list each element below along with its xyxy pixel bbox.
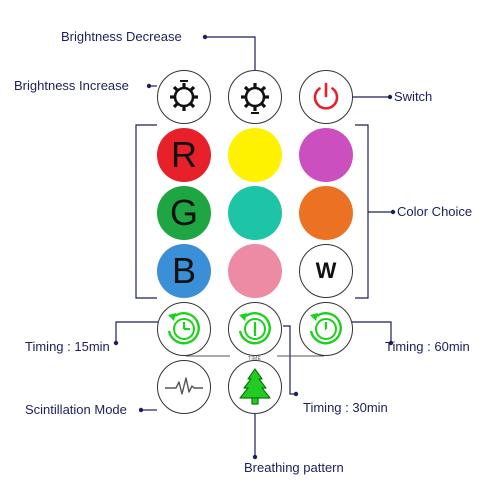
dot-timing-15 (113, 340, 119, 346)
color-choice-bracket-left (135, 124, 157, 299)
color-magenta-button[interactable] (299, 128, 353, 182)
color-blue-button[interactable]: B (157, 244, 211, 298)
color-choice-bracket-right (355, 124, 369, 299)
green-letter: G (169, 192, 198, 233)
connector-timing-30 (283, 325, 296, 395)
timer-clock-icon (238, 312, 271, 345)
label-brightness-increase: Brightness Increase (14, 78, 129, 93)
timer-clock-icon (167, 312, 200, 345)
timer-15-button[interactable] (157, 302, 211, 356)
breathing-button[interactable] (228, 360, 282, 414)
dot-switch (387, 94, 393, 100)
switch-button[interactable] (299, 70, 353, 124)
white-letter: W (315, 258, 337, 283)
dot-brightness-increase (146, 83, 152, 89)
pine-tree-icon (239, 368, 271, 405)
connector-brightness-decrease (205, 36, 256, 70)
blue-letter: B (171, 250, 196, 291)
timer-60-button[interactable] (299, 302, 353, 356)
timer-clock-icon (309, 312, 342, 345)
color-red-button[interactable]: R (157, 128, 211, 182)
time-tag: TIME (248, 356, 262, 362)
power-icon (313, 82, 339, 110)
brightness-decrease-button[interactable] (228, 70, 282, 124)
connector-timing-15 (115, 321, 158, 343)
color-green-button[interactable]: G (157, 186, 211, 240)
label-switch: Switch (394, 89, 433, 104)
label-brightness-decrease: Brightness Decrease (61, 29, 182, 44)
label-scintillation: Scintillation Mode (25, 402, 127, 417)
red-letter: R (171, 134, 197, 175)
label-timing-30: Timing : 30min (303, 400, 388, 415)
pulse-wave-icon (165, 377, 203, 395)
color-pink-button[interactable] (228, 244, 282, 298)
timer-30-button[interactable] (228, 302, 282, 356)
color-teal-button[interactable] (228, 186, 282, 240)
sun-gear-icon (170, 80, 198, 111)
dot-scintillation (138, 407, 144, 413)
label-timing-15: Timing : 15min (25, 339, 110, 354)
dot-color-choice (390, 209, 396, 215)
color-yellow-button[interactable] (228, 128, 282, 182)
dot-timing-30 (293, 391, 299, 397)
label-timing-60: Timing : 60min (385, 339, 470, 354)
label-breathing: Breathing pattern (244, 460, 344, 475)
dot-brightness-decrease (202, 34, 208, 40)
color-orange-button[interactable] (299, 186, 353, 240)
dot-breathing (252, 454, 258, 460)
scintillation-button[interactable] (157, 360, 211, 414)
dot-timing-60 (388, 340, 394, 346)
connector-timing-60 (352, 321, 392, 343)
brightness-increase-button[interactable] (157, 70, 211, 124)
sun-gear-icon (241, 83, 269, 114)
color-white-button[interactable]: W (299, 244, 353, 298)
label-color-choice: Color Choice (397, 204, 473, 219)
